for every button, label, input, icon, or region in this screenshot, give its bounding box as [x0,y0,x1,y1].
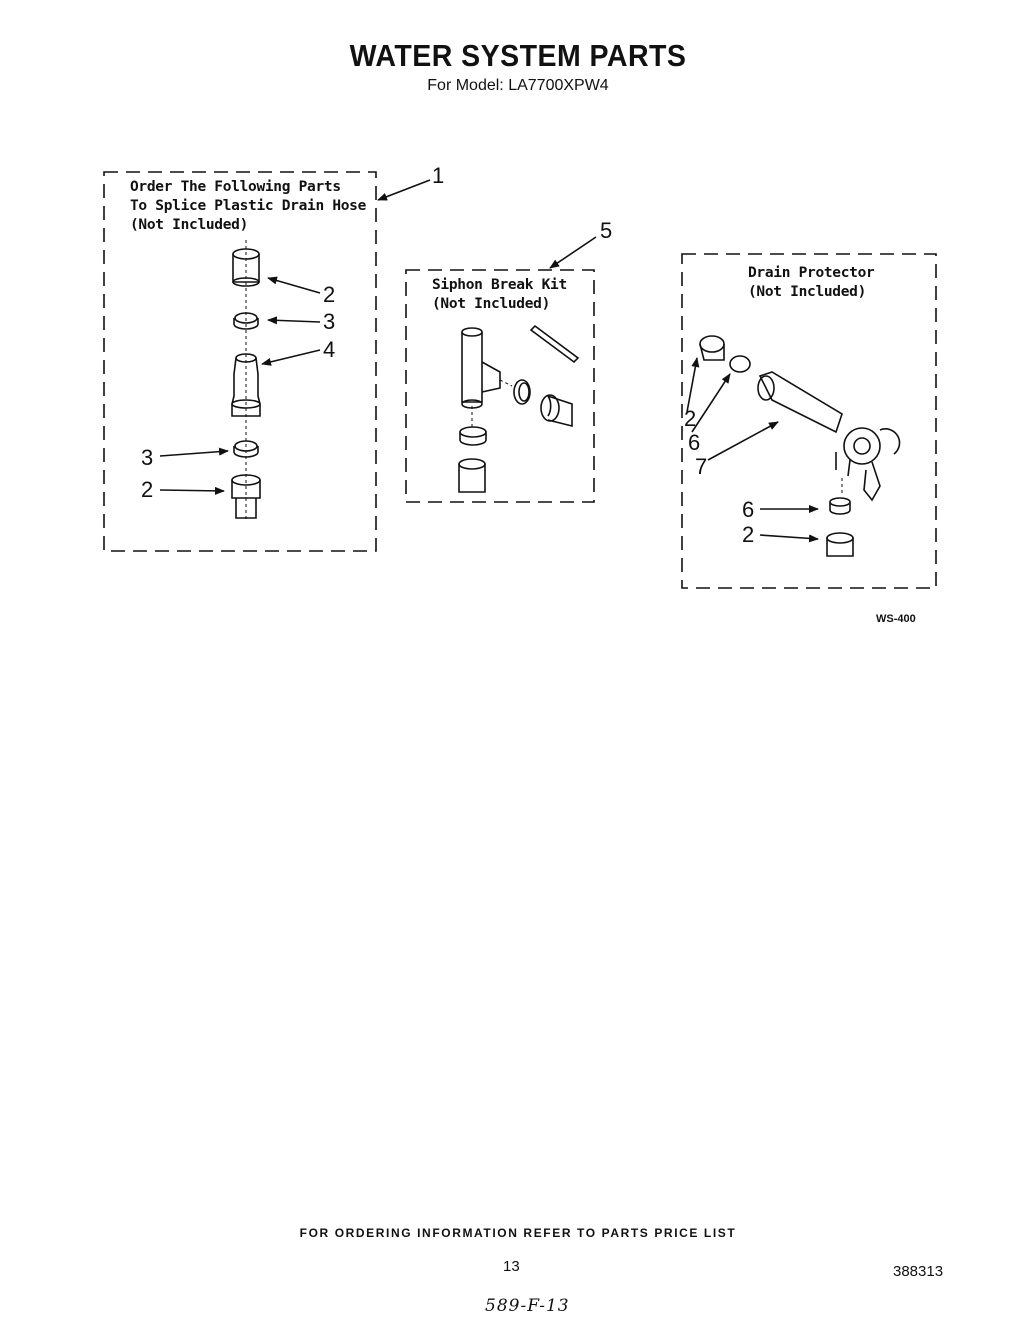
leader-1 [377,179,431,201]
ordering-note: FOR ORDERING INFORMATION REFER TO PARTS … [299,1226,737,1240]
callout-drain-7: 7 [695,454,708,479]
model-subtitle: For Model: LA7700XPW4 [427,77,609,94]
siphon-kit-box [405,269,595,503]
callout-drain-2b: 2 [742,522,755,547]
siphon-box-label: Siphon Break Kit (Not Included) [432,277,567,312]
splice-connector-parts [231,240,261,520]
callout-splice-3a: 3 [323,309,336,334]
callout-splice-2a: 2 [323,282,336,307]
callout-splice-4: 4 [323,337,336,362]
splice-parts-box [103,171,377,552]
callout-drain-2a: 2 [684,406,697,431]
callout-splice-3b: 3 [141,445,154,470]
callout-drain-6a: 6 [688,430,701,455]
drain-protector-parts [699,335,901,557]
callout-1: 1 [432,163,445,188]
splice-box-label: Order The Following Parts To Splice Plas… [130,179,367,233]
drain-box-label: Drain Protector (Not Included) [748,265,875,300]
page-title: WATER SYSTEM PARTS [349,38,687,73]
handwritten-note: 589-F-13 [485,1296,570,1316]
document-number: 388313 [893,1263,944,1280]
callout-drain-6b: 6 [742,497,755,522]
siphon-break-parts [458,324,580,493]
figure-code: WS-400 [876,613,916,625]
leader-5 [549,236,597,269]
callout-5: 5 [600,218,613,243]
callout-splice-2b: 2 [141,477,154,502]
page-number: 13 [503,1258,520,1275]
drain-protector-box [681,253,937,589]
